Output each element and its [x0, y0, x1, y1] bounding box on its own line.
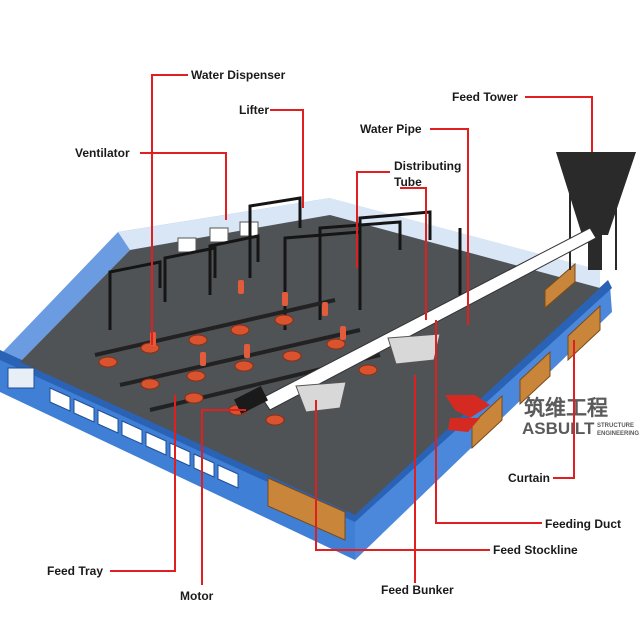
logo-english: ASBUILT [522, 419, 595, 438]
motor [234, 386, 268, 414]
feed-trays [98, 314, 378, 426]
label-curtain: Curtain [508, 471, 550, 485]
back-wall [118, 198, 600, 290]
label-water-dispenser: Water Dispenser [191, 68, 286, 82]
label-feeding-duct: Feeding Duct [545, 517, 622, 531]
logo-sub2: ENGINEERING [597, 431, 639, 437]
water-pipe-frames [108, 196, 462, 330]
label-water-pipe: Water Pipe [360, 122, 422, 136]
feed-bunkers [295, 333, 441, 413]
control-box [7, 367, 35, 389]
label-feed-bunker: Feed Bunker [381, 583, 454, 597]
label-feed-stockline: Feed Stockline [493, 543, 578, 557]
front-curtain [267, 477, 346, 541]
logo-sub1: STRUCTURE [597, 423, 634, 429]
leader-lines [110, 74, 593, 585]
label-ventilator: Ventilator [75, 146, 130, 160]
label-motor: Motor [180, 589, 214, 603]
label-lifter: Lifter [239, 103, 269, 117]
label-feed-tray: Feed Tray [47, 564, 104, 578]
feed-tower [556, 152, 636, 270]
label-feed-tower: Feed Tower [452, 90, 518, 104]
asbuilt-logo: 筑维工程 ASBUILT STRUCTURE ENGINEERING [445, 395, 639, 438]
logo-chinese: 筑维工程 [524, 396, 608, 420]
ventilator-fans [177, 221, 259, 253]
label-distributing-tube-line1: Distributing [394, 159, 462, 173]
label-distributing-tube-line2: Tube [394, 175, 422, 189]
right-curtains [471, 262, 601, 450]
feeding-duct [261, 227, 597, 411]
front-windows [49, 387, 239, 489]
